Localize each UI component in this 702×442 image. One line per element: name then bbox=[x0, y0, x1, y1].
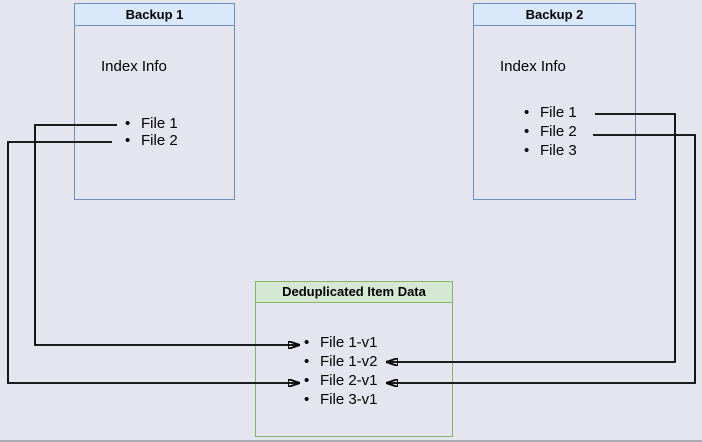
list-item: File 3 bbox=[524, 141, 577, 160]
backup2-box: Backup 2 Index Info File 1 File 2 File 3 bbox=[473, 3, 636, 200]
dedup-item-list: File 1-v1 File 1-v2 File 2-v1 File 3-v1 bbox=[304, 333, 378, 409]
backup1-title: Backup 1 bbox=[75, 4, 234, 26]
backup2-title: Backup 2 bbox=[474, 4, 635, 26]
deduplicated-item-data-box: Deduplicated Item Data File 1-v1 File 1-… bbox=[255, 281, 453, 437]
backup1-file-list: File 1 File 2 bbox=[125, 115, 178, 149]
list-item: File 1-v1 bbox=[304, 333, 378, 352]
list-item: File 2 bbox=[524, 122, 577, 141]
window-bottom-edge bbox=[0, 440, 702, 442]
list-item: File 2 bbox=[125, 132, 178, 149]
backup1-box: Backup 1 Index Info File 1 File 2 bbox=[74, 3, 235, 200]
list-item: File 1 bbox=[524, 103, 577, 122]
backup2-file-list: File 1 File 2 File 3 bbox=[524, 103, 577, 160]
dedup-title: Deduplicated Item Data bbox=[256, 282, 452, 303]
list-item: File 3-v1 bbox=[304, 390, 378, 409]
list-item: File 2-v1 bbox=[304, 371, 378, 390]
backup2-index-info-label: Index Info bbox=[500, 58, 566, 75]
backup1-index-info-label: Index Info bbox=[101, 58, 167, 75]
list-item: File 1 bbox=[125, 115, 178, 132]
list-item: File 1-v2 bbox=[304, 352, 378, 371]
